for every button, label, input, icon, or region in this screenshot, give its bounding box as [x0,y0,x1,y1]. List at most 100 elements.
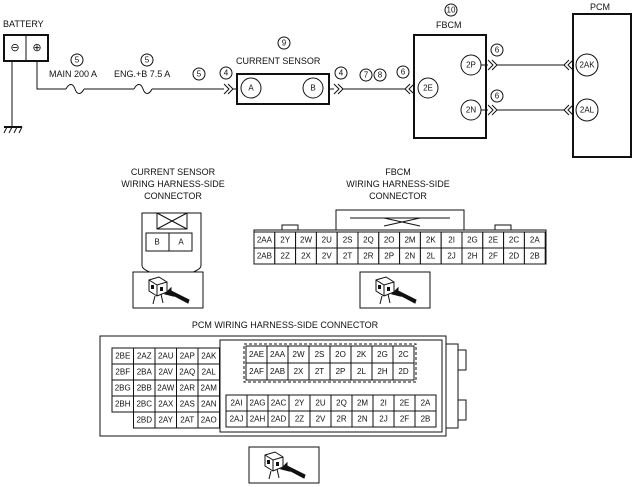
callout-5b: 5 [140,53,154,67]
pin-label: 2AQ [179,368,195,377]
pin-cell: 2BH [111,395,134,413]
pin-label: 2D [398,367,408,376]
pin-label: 2BB [137,384,152,393]
pin-label: 2G [377,350,388,359]
battery-symbol: ⊖ ⊕ [3,34,49,62]
pin-label: 2X [301,252,311,261]
callout-4b: 4 [334,66,348,80]
power-wire [36,61,224,94]
pin-cell: 2BA [133,363,156,381]
pin-cell: 2AD [267,410,290,428]
pin-cell: 2G [371,345,394,364]
pin-cell: 2R [357,247,380,265]
pin-cell: 2G [461,231,484,249]
pin-cell: 2Y [274,231,297,249]
svg-text:8: 8 [378,71,383,80]
battery-minus: ⊖ [10,42,19,54]
pin-label: 2W [300,236,312,245]
pin-label: 2BG [115,384,131,393]
pin-cell: 2O [378,231,401,249]
pin-cell: 2BF [111,363,134,381]
connector-arrow-fbcm-2p [487,59,498,71]
pin-label: 2H [377,367,387,376]
pin-cell: 2Q [357,231,380,249]
pin-label: 2P [336,367,346,376]
svg-text:WIRING HARNESS-SIDE: WIRING HARNESS-SIDE [346,179,450,189]
pin-cell: 2E [482,231,505,249]
pin-label: 2D [509,252,519,261]
callout-8: 8 [373,68,387,82]
pin-label: 2S [343,236,353,245]
pin-cell: 2AK [197,347,220,365]
pin-cell: 2X [295,247,317,265]
callout-6b: 6 [490,43,504,57]
pin-cell: 2N [399,247,421,265]
pin-label: 2AB [270,367,285,376]
pin-cell: 2W [287,345,310,364]
callout-4a: 4 [219,66,233,80]
pin-cell: 2AJ [225,410,248,428]
pin-cell: 2L [350,362,373,381]
pin-label: 2U [315,399,325,408]
pin-cell: 2AO [197,411,220,429]
pin-label: 2AY [158,416,173,425]
pin-label: 2O [335,350,346,359]
pin-label: 2BE [115,352,130,361]
cs-connector-title: CURRENT SENSOR WIRING HARNESS-SIDE CONNE… [121,167,225,201]
pin-label: 2U [322,236,332,245]
connector-arrow-pcm-2ak [563,59,574,71]
pin-cell: 2U [309,394,332,412]
pin-cell: 2P [329,362,352,381]
pin-cell: 2F [393,410,416,428]
cs-connector-face: B A [141,212,202,276]
pin-cell: 2K [419,231,442,249]
pin-label: 2Y [295,399,305,408]
svg-text:CONNECTOR: CONNECTOR [144,191,202,201]
pin-cell: 2BC [133,395,156,413]
fuse-eng-label: ENG.+B 7.5 A [114,69,170,79]
pin-cell: 2AT [176,411,199,429]
pin-label: 2O [384,236,395,245]
pin-cell: 2AW [154,379,177,397]
pin-cell: 2AS [176,395,199,413]
pin-label: 2S [315,350,325,359]
pin-cell: 2AL [197,363,220,381]
cs-pin-b: B [154,238,159,247]
connector-arrow-right-sensor [333,83,344,95]
pin-label: 2L [426,252,435,261]
ground-symbol [3,61,23,134]
fbcm-probe-icon [359,271,431,309]
fbcm-title: FBCM [436,20,462,30]
pin-cell: 2T [336,247,359,265]
pin-cell: 2J [440,247,463,265]
svg-text:5: 5 [197,70,202,79]
pcm-probe-icon [248,446,320,484]
pin-cell: 2Y [288,394,311,412]
pin-cell: 2I [440,231,463,249]
pin-cell: 2AE [245,345,268,364]
pin-cell: 2AA [266,345,289,364]
pin-cell: 2AP [176,347,199,365]
battery-title: BATTERY [3,19,44,29]
connector-arrow-fbcm-2n [487,104,498,116]
pin-label: 2AM [201,384,218,393]
pin-label: 2Y [280,236,290,245]
pin-cell: 2AA [253,231,276,249]
cs-probe-icon [132,271,204,309]
pin-label: 2AU [158,352,174,361]
svg-text:6: 6 [401,68,406,77]
pin-label: 2BA [137,368,153,377]
svg-text:6: 6 [495,46,500,55]
pin-cell: 2AB [266,362,289,381]
callout-10: 10 [444,3,458,17]
pin-label: 2AE [249,350,264,359]
pin-label: 2C [509,236,519,245]
pin-cell: 2Z [274,247,297,265]
pin-cell: 2A [523,231,546,249]
pin-label: 2C [398,350,408,359]
pin-label: 2E [400,399,410,408]
